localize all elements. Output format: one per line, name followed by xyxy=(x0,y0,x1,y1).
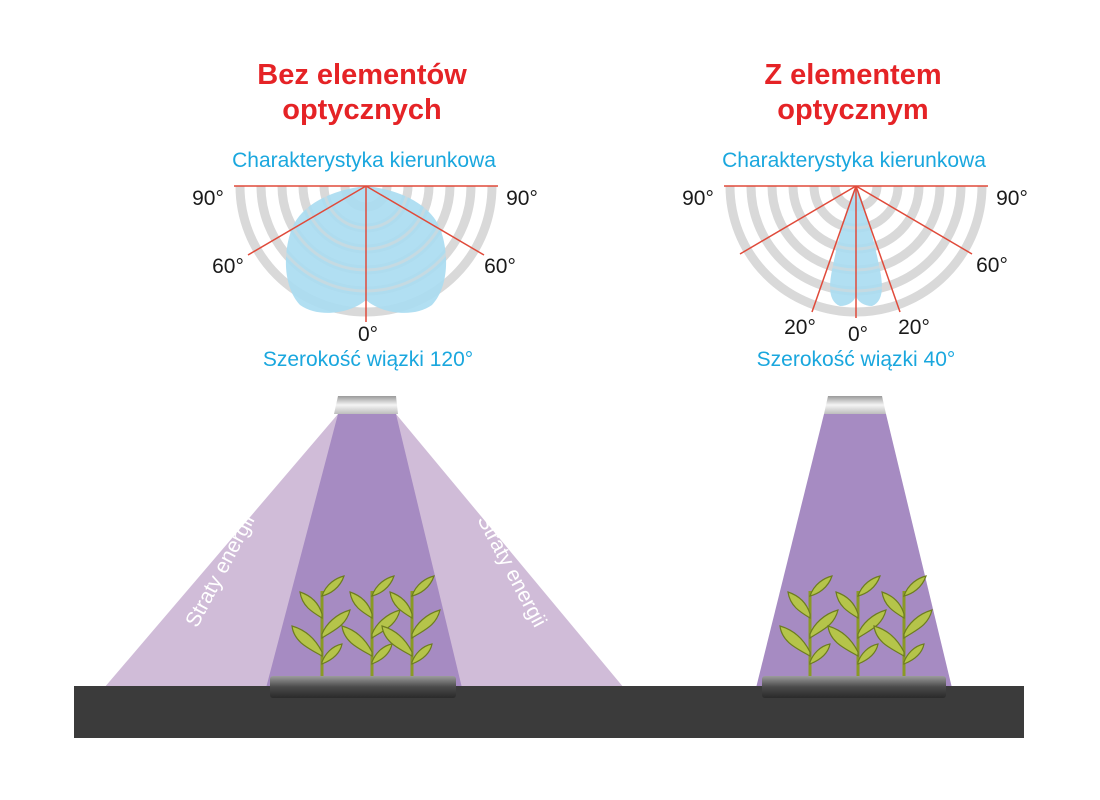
right-panel: Z elementem optycznym Charakterystyka ki… xyxy=(682,59,1028,688)
right-angle-60-right: 60° xyxy=(976,254,1008,277)
right-beam-caption: Szerokość wiązki 40° xyxy=(757,348,956,371)
right-angle-20-left: 20° xyxy=(784,316,816,339)
left-angle-60-right: 60° xyxy=(484,255,516,278)
right-angle-rays xyxy=(724,185,988,318)
right-lamp-fixture-icon xyxy=(824,396,886,414)
left-angle-0: 0° xyxy=(358,323,378,346)
right-title-line2: optycznym xyxy=(777,94,928,126)
left-lamp-fixture-icon xyxy=(334,396,398,414)
right-angle-0: 0° xyxy=(848,323,868,346)
right-polar-diagram xyxy=(724,185,988,318)
right-title-line1: Z elementem xyxy=(764,59,941,91)
left-polar-caption: Charakterystyka kierunkowa xyxy=(232,149,496,172)
left-angle-90-right: 90° xyxy=(506,187,538,210)
left-polar-diagram xyxy=(234,185,498,322)
right-grow-tray-icon xyxy=(762,676,946,698)
left-beam-caption: Szerokość wiązki 120° xyxy=(263,348,473,371)
left-title-line1: Bez elementów xyxy=(257,59,467,91)
left-grow-tray-icon xyxy=(270,676,456,698)
right-angle-90-right: 90° xyxy=(996,187,1028,210)
left-angle-60-left: 60° xyxy=(212,255,244,278)
right-polar-caption: Charakterystyka kierunkowa xyxy=(722,149,986,172)
left-angle-rays xyxy=(234,185,498,322)
right-angle-90-left: 90° xyxy=(682,187,714,210)
left-title-line2: optycznych xyxy=(282,94,442,126)
left-angle-90-left: 90° xyxy=(192,187,224,210)
right-angle-20-right: 20° xyxy=(898,316,930,339)
left-panel: Bez elementów optycznych Charakterystyka… xyxy=(104,59,624,688)
